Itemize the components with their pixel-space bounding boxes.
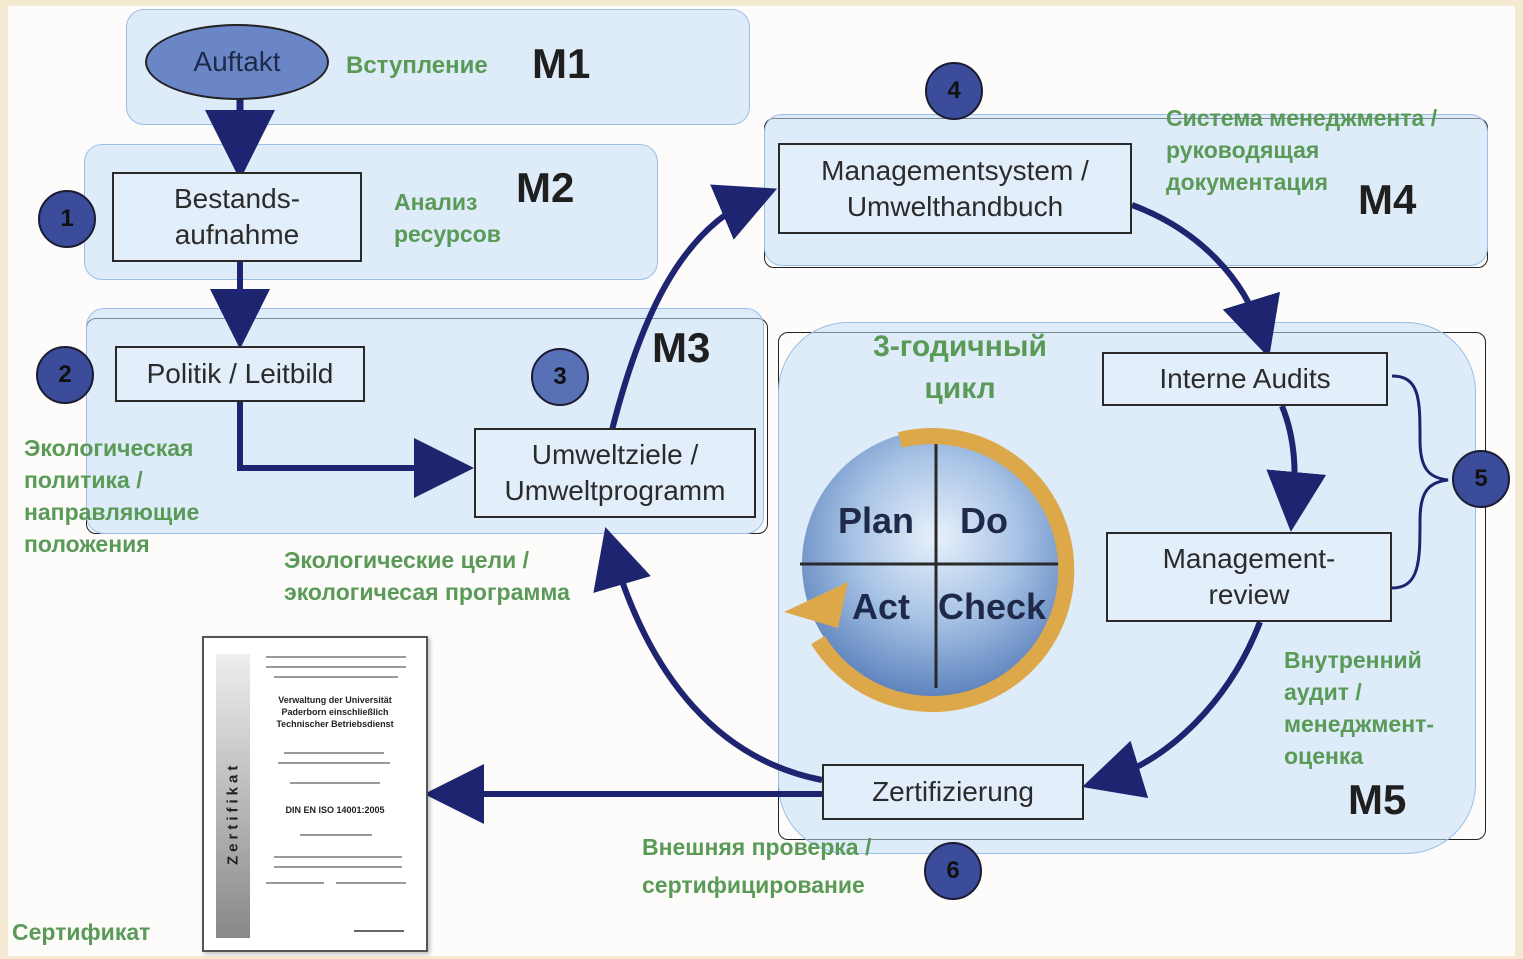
label-cikl: 3-годичный цикл xyxy=(873,330,1047,405)
module-m2-label: M2 xyxy=(516,164,575,211)
brace-audits-review xyxy=(1391,374,1449,590)
arrow-audits-to-review xyxy=(1266,404,1327,532)
arrow-politik-to-umweltziele xyxy=(237,402,474,498)
label-vstuplenie: Вступление xyxy=(346,52,488,79)
managementsystem-box: Managementsystem / Umwelthandbuch xyxy=(778,143,1132,234)
arrow-managementsystem-to-audits xyxy=(1130,202,1281,358)
label-sertifikat: Сертификат xyxy=(12,919,151,945)
certificate-org: Verwaltung der Universität Paderborn ein… xyxy=(276,695,394,729)
module-m3-label: M3 xyxy=(652,324,711,371)
arrow-review-to-zertifizierung xyxy=(1082,620,1263,799)
certificate-line xyxy=(336,882,406,884)
arrow-zertifizierung-to-umweltziele xyxy=(593,526,823,783)
label-sistema: Система менеджмента / руководящая докуме… xyxy=(1166,105,1438,195)
certificate-line xyxy=(266,656,406,658)
auftakt-ellipse: Auftakt xyxy=(145,24,329,100)
label-vneshnyaya: Внешняя проверка / сертифицирование xyxy=(642,834,872,898)
pdca-plan: Plan xyxy=(838,500,915,541)
step-badge-5: 5 xyxy=(1452,450,1510,508)
pdca-ring-arrowhead xyxy=(784,582,848,628)
label-vnutrenniy: Внутренний аудит / менеджмент- оценка xyxy=(1284,647,1435,769)
label-ekopolitika: Экологическая политика / направляющие по… xyxy=(24,435,200,557)
auftakt-label: Auftakt xyxy=(193,46,281,77)
certificate-line xyxy=(266,666,406,668)
certificate-standard: DIN EN ISO 14001:2005 xyxy=(285,805,385,815)
step-badge-1: 1 xyxy=(38,190,96,248)
module-m5-label: M5 xyxy=(1348,776,1407,823)
certificate-signature xyxy=(354,894,404,932)
step-badge-2: 2 xyxy=(36,346,94,404)
module-m1-label: M1 xyxy=(532,40,591,87)
politik-box: Politik / Leitbild xyxy=(115,346,365,402)
label-ekocel: Экологические цели / экологичесая програ… xyxy=(284,547,570,605)
certificate-line xyxy=(274,856,402,858)
certificate-line xyxy=(290,782,380,784)
zertifizierung-box: Zertifizierung xyxy=(822,764,1084,820)
step-badge-3: 3 xyxy=(531,348,589,406)
certificate-side-bar xyxy=(216,654,250,938)
interne-audits-box: Interne Audits xyxy=(1102,352,1388,406)
certificate-line xyxy=(300,834,372,836)
certificate-thumbnail: Zertifikat Verwaltung der Universität Pa… xyxy=(202,636,428,952)
certificate-vertical-label: Zertifikat xyxy=(224,761,242,865)
step-badge-4: 4 xyxy=(925,62,983,120)
certificate-line xyxy=(274,866,402,868)
pdca-act: Act xyxy=(852,586,911,627)
pdca-do: Do xyxy=(960,500,1008,541)
pdca-ring xyxy=(811,428,1075,713)
certificate-line xyxy=(278,762,390,764)
umweltziele-box: Umweltziele / Umweltprogramm xyxy=(474,428,756,518)
management-review-box: Management- review xyxy=(1106,532,1392,622)
step-badge-6: 6 xyxy=(924,842,982,900)
certificate-line xyxy=(284,752,384,754)
certificate-line xyxy=(266,882,324,884)
module-m4-label: M4 xyxy=(1358,176,1417,223)
bestandsaufnahme-box: Bestands- aufnahme xyxy=(112,172,362,262)
pdca-check: Check xyxy=(938,586,1047,627)
label-analiz: Анализ ресурсов xyxy=(394,189,501,247)
arrow-umweltziele-to-managementsystem xyxy=(609,184,778,431)
certificate-line xyxy=(274,676,398,678)
